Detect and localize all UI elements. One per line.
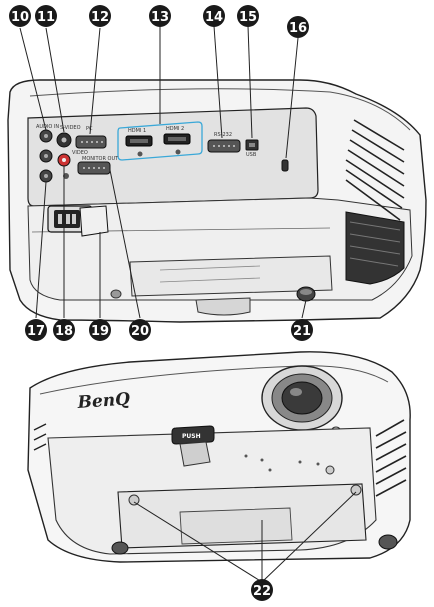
underside-leader-lines [133, 491, 357, 583]
lamp-cover-screw-right-icon [350, 484, 362, 496]
svg-text:15: 15 [239, 10, 257, 25]
hdmi-highlight-box [117, 121, 203, 161]
top-leader-lines [19, 25, 307, 319]
callout-20: 20 [129, 319, 151, 341]
brand-logo: BenQ [76, 389, 131, 413]
svg-text:21: 21 [293, 324, 311, 339]
svg-text:18: 18 [55, 324, 73, 339]
screw-icon [325, 465, 335, 475]
label-hdmi2: HDMI 2 [166, 126, 184, 132]
label-hdmi1: HDMI 1 [128, 128, 146, 134]
callout-12: 12 [89, 5, 111, 27]
callout-15: 15 [237, 5, 259, 27]
underside-view: BenQ PUSH [27, 351, 411, 563]
underside-dots [244, 454, 320, 472]
callout-18: 18 [53, 319, 75, 341]
quick-release-button[interactable] [171, 425, 215, 445]
side-vents [345, 119, 405, 221]
svg-text:16: 16 [289, 21, 307, 36]
svg-text:10: 10 [11, 10, 29, 25]
rear-top-shell [29, 88, 411, 131]
label-usb: USB [246, 152, 257, 158]
label-video: VIDEO [72, 150, 88, 156]
svg-text:12: 12 [91, 10, 109, 25]
label-audio-in: AUDIO IN [36, 124, 59, 130]
callout-19: 19 [89, 319, 111, 341]
security-slot-icon [281, 159, 289, 172]
rear-view: AUDIO IN S-VIDEO PC HDMI 1 HDMI 2 RS-232… [7, 79, 427, 323]
label-monitor-out: MONITOR OUT [82, 156, 119, 162]
rear-foot-left-icon [111, 541, 129, 555]
callout-13: 13 [149, 5, 171, 27]
callout-21: 21 [291, 319, 313, 341]
underside-vents [375, 419, 407, 497]
svg-text:20: 20 [131, 324, 149, 339]
svg-text:14: 14 [205, 10, 223, 25]
left-foot-icon [110, 289, 122, 299]
callout-16: 16 [287, 16, 309, 38]
underside-top-edge [39, 365, 389, 395]
svg-text:13: 13 [151, 10, 169, 25]
callout-22: 22 [251, 579, 273, 601]
rear-base-window [129, 255, 333, 297]
svg-text:22: 22 [253, 584, 271, 599]
rear-panel [27, 107, 319, 207]
push-label: PUSH [182, 433, 201, 440]
callout-11: 11 [35, 5, 57, 27]
front-foot-housing [179, 441, 211, 467]
underside-left-vents [33, 423, 47, 451]
callout-17: 17 [25, 319, 47, 341]
lower-vent-slats [349, 221, 401, 267]
lamp-cover-screw-left-icon [128, 494, 140, 506]
label-pc: PC [86, 126, 93, 132]
callout-14: 14 [203, 5, 225, 27]
svg-text:19: 19 [91, 324, 109, 339]
rear-foot-block [195, 297, 251, 316]
rear-foot-right-icon [378, 534, 398, 550]
svg-text:11: 11 [37, 10, 55, 25]
callout-10: 10 [9, 5, 31, 27]
label-rs232: RS-232 [214, 132, 232, 138]
lens-icon [281, 381, 323, 415]
power-switch-icon [79, 205, 109, 237]
svg-text:17: 17 [27, 324, 45, 339]
lamp-cover-panel [179, 507, 293, 545]
lower-vent-block [345, 211, 405, 285]
label-s-video: S-VIDEO [60, 125, 81, 131]
